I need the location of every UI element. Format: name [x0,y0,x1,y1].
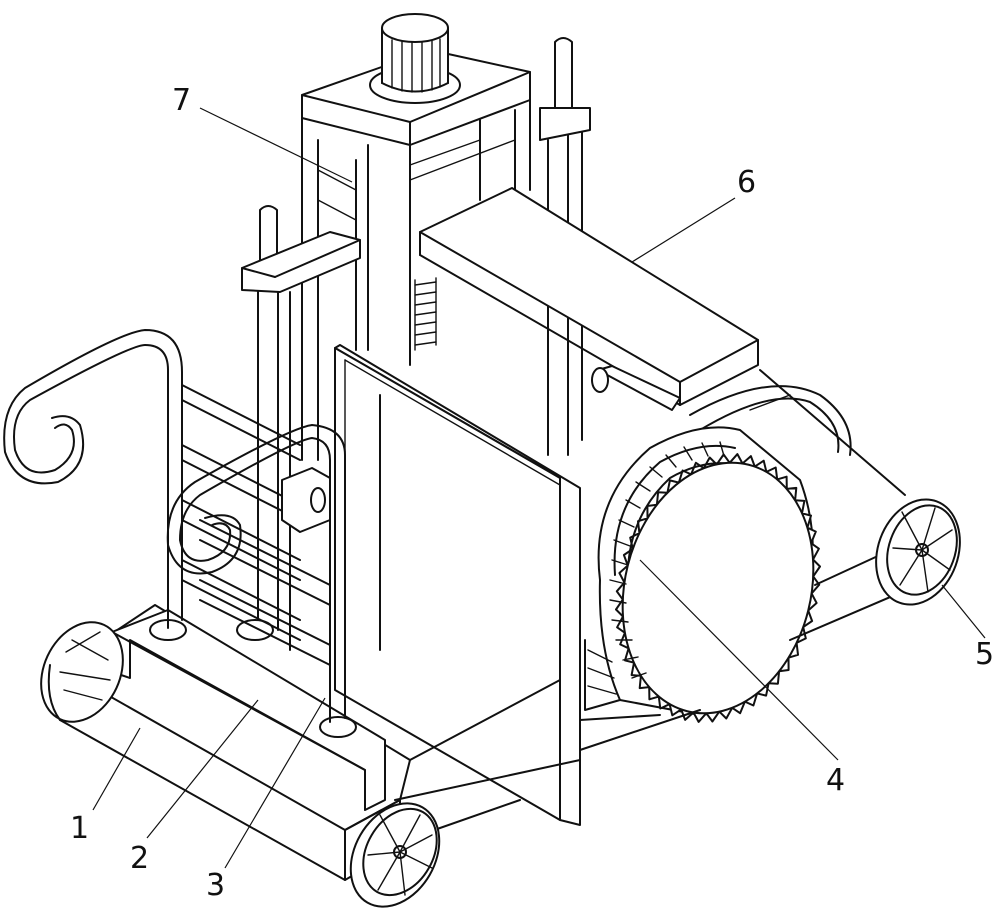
callout-labels: 7 6 4 5 1 2 3 [70,83,994,903]
motor-holder [591,365,681,411]
wheel-front-left [40,621,124,723]
blade-guard [689,385,852,456]
lead-screw [414,277,437,351]
callout-6: 6 [737,165,756,200]
push-handle-base [111,609,386,811]
rear-guide-rods [539,37,591,456]
hinge-block [281,467,331,533]
callout-7: 7 [172,83,191,118]
leader-lines [92,107,986,869]
callout-2: 2 [130,841,149,876]
wheel-rear-right [875,498,961,606]
push-handle [166,424,346,723]
lifting-column [301,13,531,461]
callout-1: 1 [70,811,89,846]
rear-handle [3,329,301,641]
saw-blade [584,426,821,723]
wheel-front-right [349,802,441,908]
callout-3: 3 [206,868,225,903]
callout-4: 4 [826,763,845,798]
callout-5: 5 [975,637,994,672]
motor-knob [369,13,461,104]
rear-rails [579,369,906,751]
left-guide-rod [241,205,361,651]
cross-arm [419,187,759,406]
